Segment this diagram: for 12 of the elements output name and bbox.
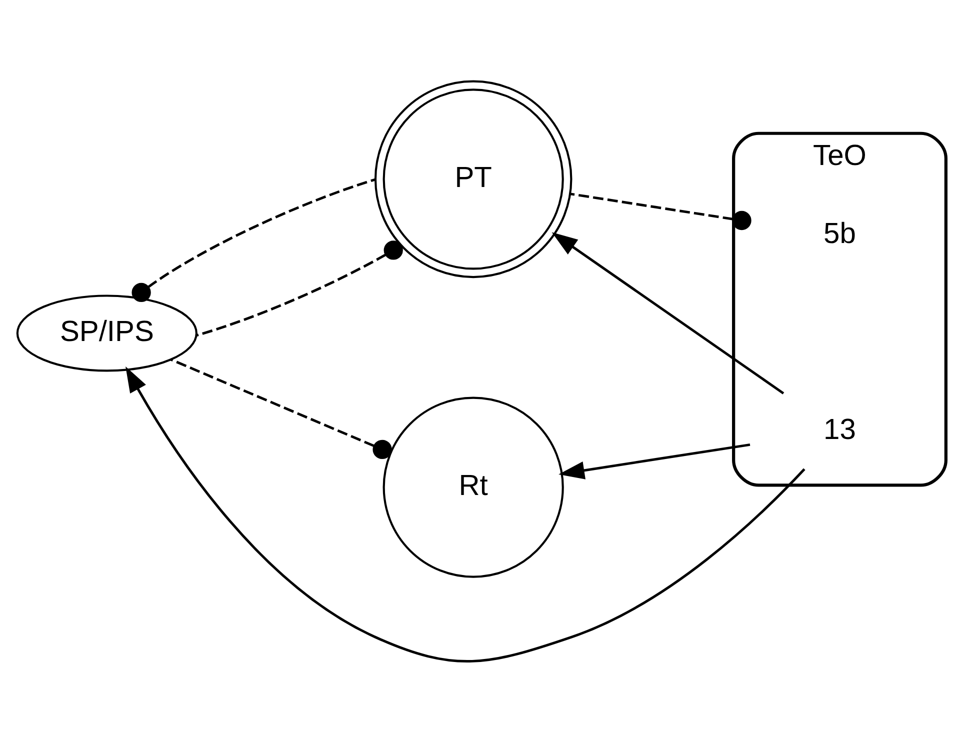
arrow: [125, 366, 805, 662]
connector: [131, 178, 376, 302]
node-text: 5b: [823, 218, 856, 250]
arrow: [558, 442, 750, 479]
connector: [170, 358, 392, 459]
node-circle: Rt: [382, 396, 564, 578]
connector: [570, 192, 751, 230]
arrow: [551, 232, 784, 394]
connector: [196, 240, 402, 336]
node-text: 13: [823, 413, 856, 446]
node-ellipse: SP/IPS: [16, 294, 197, 372]
node-circle: PT: [374, 80, 572, 278]
